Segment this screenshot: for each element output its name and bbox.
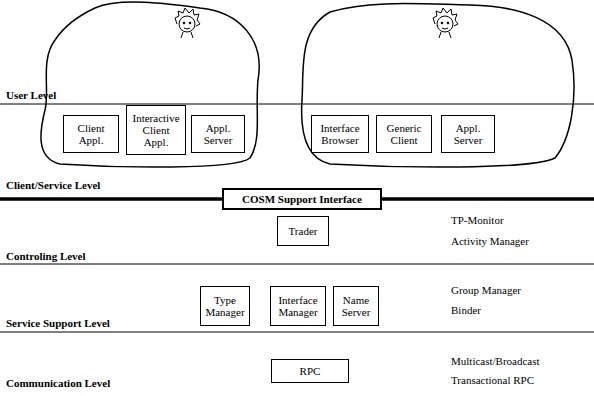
component-box: Type Manager <box>200 286 250 326</box>
service-note: Activity Manager <box>451 235 529 248</box>
service-note: TP-Monitor <box>451 214 504 227</box>
component-box: Interactive Client Appl. <box>126 105 186 155</box>
component-box: Appl. Server <box>191 115 245 153</box>
user-group-outline <box>41 2 259 167</box>
level-line <box>0 104 594 105</box>
level-name: Communication Level <box>6 377 110 390</box>
box-label: Appl. Server <box>195 122 241 146</box>
box-label: Interface Manager <box>274 294 322 318</box>
box-label: Interface Browser <box>315 122 365 146</box>
component-box: RPC <box>271 359 349 383</box>
user-icon <box>433 8 458 38</box>
level-line <box>0 332 594 333</box>
component-box: Trader <box>277 216 329 246</box>
level-name: Client/Service Level <box>6 179 100 192</box>
service-note: Transactional RPC <box>451 374 534 387</box>
box-label: Trader <box>289 225 318 237</box>
level-name: Controling Level <box>6 250 86 263</box>
box-label: RPC <box>300 365 321 377</box>
level-name: Service Support Level <box>6 317 110 330</box>
box-label: Appl. Server <box>445 122 491 146</box>
box-label: Client Appl. <box>67 122 115 146</box>
box-label: Type Manager <box>204 294 246 318</box>
service-note: Binder <box>451 304 481 317</box>
service-note: Multicast/Broadcast <box>451 355 540 368</box>
level-name: User Level <box>6 89 56 102</box>
component-box: Appl. Server <box>441 115 495 153</box>
service-note: Group Manager <box>451 284 521 297</box>
level-line <box>0 264 594 265</box>
component-box: Interface Manager <box>270 286 326 326</box>
box-label: COSM Support Interface <box>242 193 362 205</box>
interface-bar-box: COSM Support Interface <box>222 188 382 210</box>
component-box: Interface Browser <box>311 115 369 153</box>
component-box: Client Appl. <box>63 115 119 153</box>
user-group-outline <box>302 4 574 168</box>
component-box: Generic Client <box>376 115 432 153</box>
box-label: Name Server <box>337 294 375 318</box>
component-box: Name Server <box>333 286 379 326</box>
box-label: Interactive Client Appl. <box>130 112 182 148</box>
user-icon <box>175 8 200 38</box>
box-label: Generic Client <box>380 122 428 146</box>
